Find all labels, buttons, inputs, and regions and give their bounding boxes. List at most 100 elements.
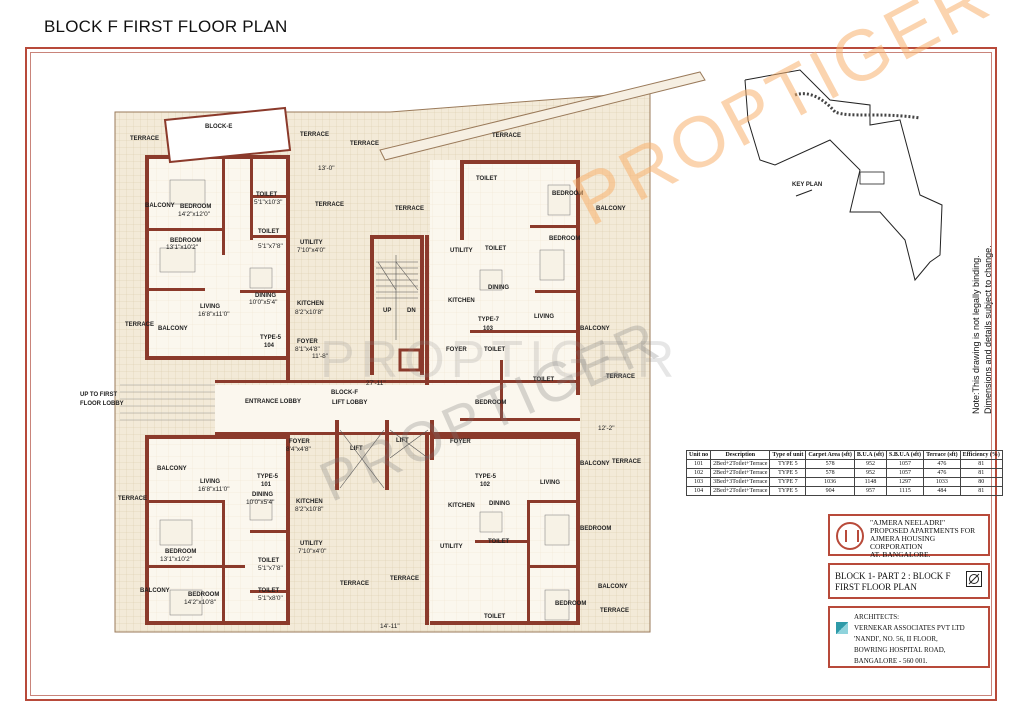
table-cell: 80 (959, 477, 1003, 487)
label-up-to-first: UP TO FIRST (80, 392, 117, 398)
label-dn: DN (407, 308, 416, 314)
dim-utility-104: 7'10"x4'0" (297, 247, 326, 254)
dim-living-104: 16'8"x11'0" (198, 311, 230, 318)
label-kitchen-102: KITCHEN (448, 503, 475, 509)
table-cell: 952 (853, 468, 888, 478)
label-toilet-103d: TOILET (533, 377, 555, 383)
label-num-104: 104 (264, 343, 275, 349)
table-cell: 476 (923, 468, 961, 478)
label-utility-103: UTILITY (450, 248, 473, 254)
label-bedroom-102b: BEDROOM (555, 601, 586, 607)
label-bedroom-102a: BEDROOM (580, 526, 611, 532)
label-kitchen-101: KITCHEN (296, 499, 323, 505)
dim-toilet-101a: 5'1"x7'8" (258, 565, 283, 572)
label-balcony-8: BALCONY (598, 584, 628, 590)
dim-bedroom-101a: 13'1"x10'2" (160, 556, 193, 563)
dim-living-101: 16'8"x11'0" (198, 486, 230, 493)
label-num-103: 103 (483, 326, 494, 332)
label-balcony-7: BALCONY (580, 461, 610, 467)
label-terrace-10: TERRACE (118, 496, 147, 502)
label-toilet-102b: TOILET (484, 614, 506, 620)
label-balcony-4: BALCONY (580, 326, 610, 332)
dim-foyer-104: 8'1"x4'8" (295, 346, 320, 353)
drawing-title-text: BLOCK 1- PART 2 : BLOCK F FIRST FLOOR PL… (835, 571, 950, 593)
label-toilet-104a: TOILET (256, 192, 278, 198)
table-cell: 2Bed+2Toilet+Terrace (710, 459, 771, 469)
table-row: 102 2Bed+2Toilet+Terrace TYPE 5 578 952 … (685, 468, 1003, 478)
label-kitchen-103: KITCHEN (448, 298, 475, 304)
ajmera-seal-icon (836, 522, 864, 550)
lift-shafts (339, 429, 429, 489)
table-cell: TYPE 5 (769, 459, 807, 469)
label-dining-101: DINING (252, 492, 273, 498)
label-terrace-2: TERRACE (300, 132, 329, 138)
dim-utility-101: 7'10"x4'0" (298, 548, 327, 555)
label-terrace-9: TERRACE (612, 459, 641, 465)
label-block-e: BLOCK-E (205, 124, 232, 130)
walls-unit-103 (425, 160, 580, 421)
label-block-f: BLOCK-F (331, 390, 358, 396)
units-table: Unit no Description Type of unit Carpet … (685, 450, 1003, 496)
label-num-102: 102 (480, 482, 491, 488)
label-entrance-lobby: ENTRANCE LOBBY (245, 399, 301, 405)
label-toilet-102a: TOILET (488, 539, 510, 545)
dim-dining-104: 10'0"x5'4" (249, 299, 278, 306)
architect-line-5: BANGALORE - 560 001. (854, 657, 928, 665)
note-line-1: Note:This drawing is not legally binding… (971, 255, 981, 414)
label-bedroom-103a: BEDROOM (552, 191, 583, 197)
label-terrace-6: TERRACE (315, 202, 344, 208)
label-terrace-7: TERRACE (125, 322, 154, 328)
label-bedroom-103c: BEDROOM (475, 400, 506, 406)
dim-toilet-104b: 5'1"x7'8" (258, 243, 283, 250)
dim-toilet-101b: 5'1"x8'0" (258, 595, 283, 602)
page-title: BLOCK F FIRST FLOOR PLAN (44, 17, 288, 36)
label-kitchen-104: KITCHEN (297, 301, 324, 307)
table-cell: 101 (685, 459, 712, 469)
label-type-101: TYPE-5 (257, 474, 279, 480)
dim-27-11: 27'-11" (366, 380, 386, 387)
label-toilet-101a: TOILET (258, 558, 280, 564)
dim-dining-101: 10'0"x5'4" (246, 499, 275, 506)
units-table-header: Unit no Description Type of unit Carpet … (685, 450, 1003, 460)
lobby-floor (215, 385, 580, 435)
label-terrace-8: TERRACE (606, 374, 635, 380)
label-terrace-4: TERRACE (492, 133, 521, 139)
table-cell: 81 (959, 468, 1003, 478)
label-balcony-3: BALCONY (596, 206, 626, 212)
col-sbua: S.B.U.A (sft) (886, 450, 925, 460)
label-toilet-104b: TOILET (258, 229, 280, 235)
label-living-103: LIVING (534, 314, 554, 320)
label-num-101: 101 (261, 482, 272, 488)
label-balcony-2: BALCONY (158, 326, 188, 332)
dim-11-8: 11'-8" (312, 353, 329, 360)
label-foyer-102: FOYER (450, 439, 471, 445)
table-cell: 952 (853, 459, 888, 469)
drawing-line-2: FIRST FLOOR PLAN (835, 582, 917, 592)
vernekar-logo-icon (836, 622, 848, 634)
label-toilet-101b: TOILET (258, 588, 280, 594)
staircase (376, 255, 419, 340)
table-cell: TYPE 7 (769, 477, 807, 487)
table-cell: 103 (685, 477, 712, 487)
label-type-104: TYPE-5 (260, 335, 282, 341)
drawing-line-1: BLOCK 1- PART 2 : BLOCK F (835, 571, 951, 581)
drawing-frame-inner (30, 52, 992, 696)
table-cell: 1297 (886, 477, 925, 487)
label-bedroom-104b: BEDROOM (170, 238, 201, 244)
label-bedroom-104a: BEDROOM (180, 204, 211, 210)
label-key-plan: KEY PLAN (792, 182, 822, 188)
table-cell: TYPE 5 (769, 468, 807, 478)
col-efficiency: Efficiency (%) (959, 450, 1003, 460)
drawing-title-box: BLOCK 1- PART 2 : BLOCK F FIRST FLOOR PL… (828, 563, 990, 599)
label-terrace-11: TERRACE (340, 581, 369, 587)
table-cell: 81 (959, 459, 1003, 469)
table-cell: 3Bed+3Toilet+Terrace (710, 477, 771, 487)
drawing-frame-outer (25, 47, 997, 701)
label-living-102: LIVING (540, 480, 560, 486)
dim-toilet-104a: 5'1"x10'3" (254, 199, 283, 206)
label-living-101: LIVING (200, 479, 220, 485)
project-box: "AJMERA NEELADRI" PROPOSED APARTMENTS FO… (828, 514, 990, 559)
table-cell: 2Bed+2Toilet+Terrace (710, 486, 771, 496)
label-utility-104: UTILITY (300, 240, 323, 246)
